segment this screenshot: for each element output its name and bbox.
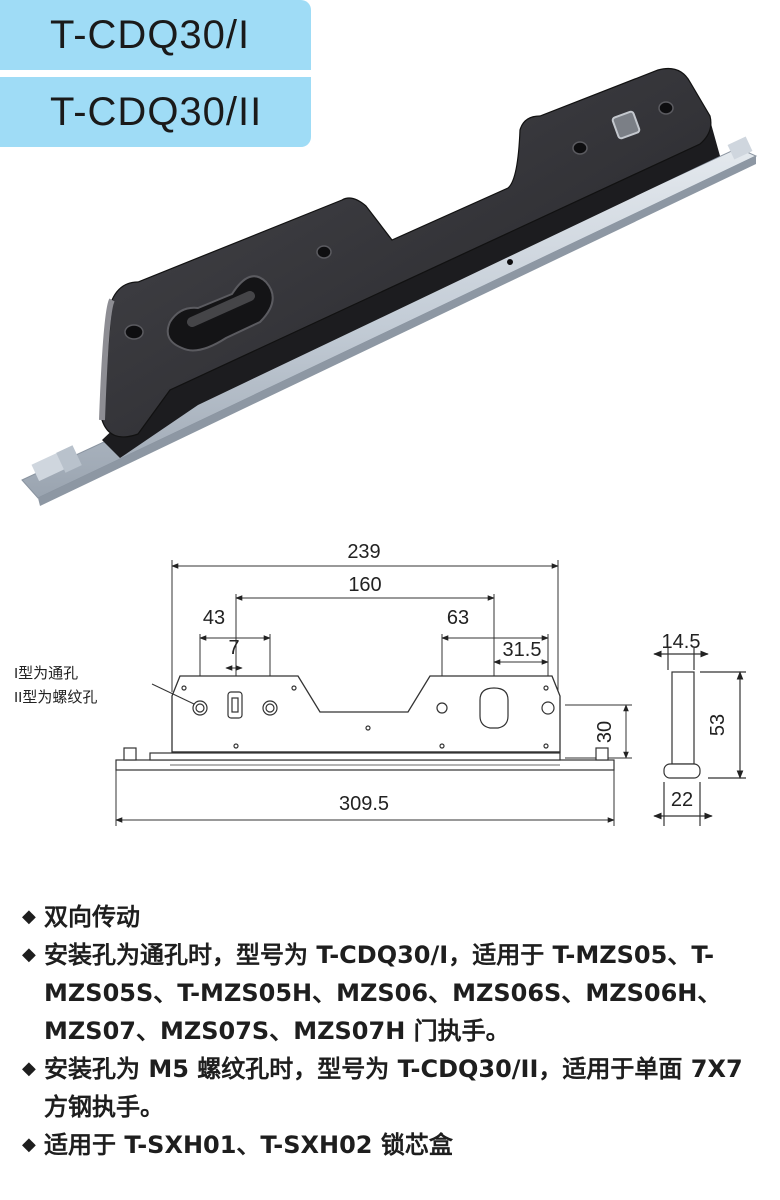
product-illustration: [21, 67, 758, 506]
callout-line-1: I型为通孔: [14, 665, 78, 682]
diamond-icon: ◆: [22, 1058, 36, 1079]
feature-item: ◆ 安装孔为通孔时，型号为 T-CDQ30/I，适用于 T-MZS05、T-MZ…: [22, 936, 770, 1050]
dim-239: 239: [347, 541, 380, 563]
callout-line-2: II型为螺纹孔: [14, 689, 97, 706]
feature-item: ◆ 适用于 T-SXH01、T-SXH02 锁芯盒: [22, 1126, 770, 1164]
dim-7: 7: [228, 637, 239, 659]
rail-outline: [115, 747, 615, 771]
feature-text: 双向传动: [44, 903, 140, 931]
feature-list: ◆ 双向传动 ◆ 安装孔为通孔时，型号为 T-CDQ30/I，适用于 T-MZS…: [22, 898, 770, 1164]
side-view: [653, 648, 746, 826]
dim-309-5: 309.5: [339, 793, 389, 815]
dim-30: 30: [594, 721, 616, 743]
dim-160: 160: [348, 574, 381, 596]
feature-text: 安装孔为通孔时，型号为 T-CDQ30/I，适用于 T-MZS05、T-MZS0…: [44, 941, 722, 1045]
diamond-icon: ◆: [22, 1134, 36, 1155]
callout-leader: [151, 683, 195, 705]
mounting-plate: [101, 67, 712, 438]
dim-31-5: 31.5: [503, 639, 542, 661]
dim-14-5: 14.5: [662, 631, 701, 653]
model-tag-1: T-CDQ30/I: [0, 0, 311, 70]
diamond-icon: ◆: [22, 906, 36, 927]
slide-rail: [21, 136, 758, 506]
dim-53: 53: [707, 714, 729, 736]
model-tag-2: T-CDQ30/II: [0, 77, 311, 147]
dim-63: 63: [447, 607, 469, 629]
mounting-holes: [124, 101, 674, 340]
cylinder-cutout: [166, 275, 274, 352]
drawing-holes: [181, 685, 555, 749]
dim-43: 43: [203, 607, 225, 629]
feature-text: 适用于 T-SXH01、T-SXH02 锁芯盒: [44, 1131, 453, 1159]
plate-outline: [171, 675, 561, 753]
dim-22: 22: [671, 789, 693, 811]
diamond-icon: ◆: [22, 944, 36, 965]
technical-drawing: 239 160 43 7 63 31.5 309.5 30 14.5 53 22…: [14, 541, 746, 826]
feature-text: 安装孔为 M5 螺纹孔时，型号为 T-CDQ30/II，适用于单面 7X7 方钢…: [44, 1055, 743, 1121]
feature-item: ◆ 双向传动: [22, 898, 770, 936]
feature-item: ◆ 安装孔为 M5 螺纹孔时，型号为 T-CDQ30/II，适用于单面 7X7 …: [22, 1050, 770, 1126]
